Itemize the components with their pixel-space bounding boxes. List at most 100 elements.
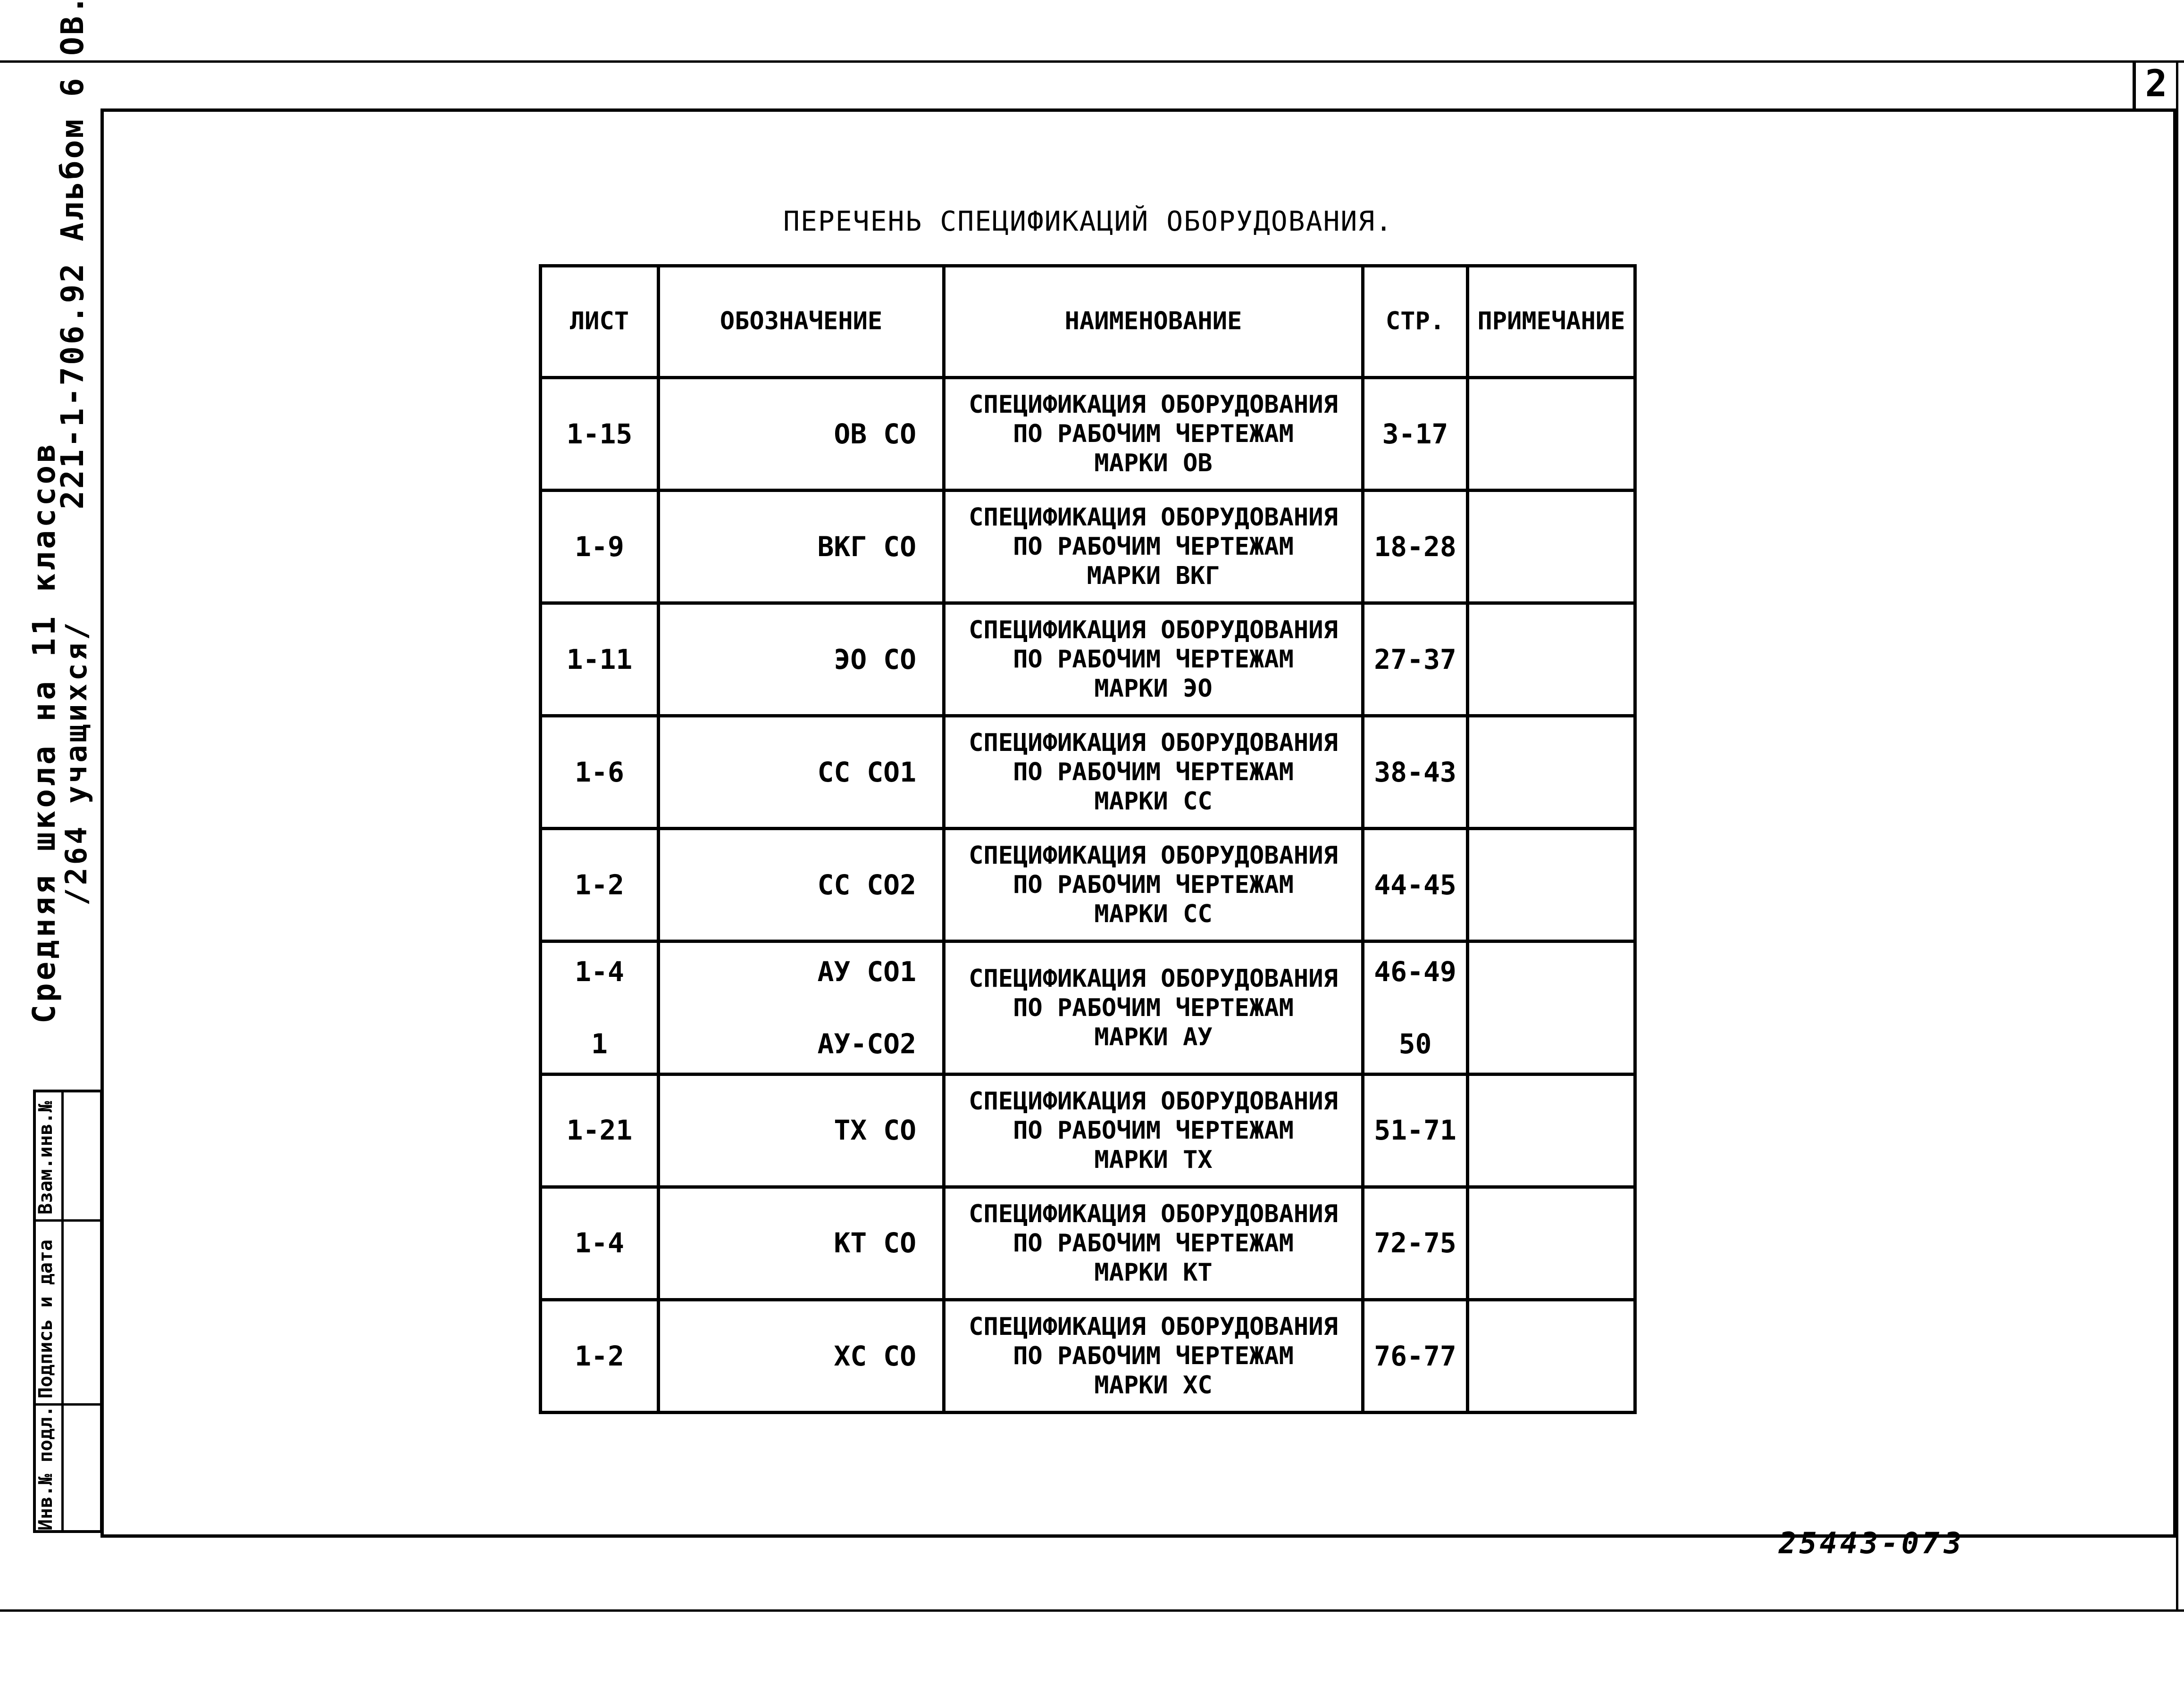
frame-top: [101, 108, 2177, 112]
frame-bottom: [100, 1534, 2176, 1538]
cell-note: [1466, 827, 1637, 943]
designation-part-1: АУ СО1: [817, 955, 916, 988]
cell-designation: ВКГ СО: [657, 489, 946, 605]
cell-sheet: 1-2: [539, 827, 660, 943]
cell-pages: 76-77: [1361, 1298, 1469, 1415]
name-line: СПЕЦИФИКАЦИЯ ОБОРУДОВАНИЯ: [969, 1199, 1338, 1228]
stamp-divider-2: [33, 1403, 103, 1406]
name-line: МАРКИ ХС: [1094, 1371, 1213, 1399]
cell-sheet: 1-9: [539, 489, 660, 605]
cell-sheet: 1-21: [539, 1072, 660, 1189]
cell-pages: 18-28: [1361, 489, 1469, 605]
table-header-row: ЛИСТ ОБОЗНАЧЕНИЕ НАИМЕНОВАНИЕ СТР. ПРИМЕ…: [539, 264, 1637, 379]
cell-designation: КТ СО: [657, 1185, 946, 1301]
header-pages: СТР.: [1361, 264, 1469, 379]
name-line: МАРКИ СС: [1094, 900, 1213, 929]
bottom-border-line: [0, 1609, 2184, 1612]
cell-sheet: 1-2: [539, 1298, 660, 1415]
document-title: ПЕРЕЧЕНЬ СПЕЦИФИКАЦИЙ ОБОРУДОВАНИЯ.: [783, 205, 1393, 237]
specification-table: ЛИСТ ОБОЗНАЧЕНИЕ НАИМЕНОВАНИЕ СТР. ПРИМЕ…: [539, 264, 1637, 1415]
pages-part-1: 46-49: [1374, 955, 1456, 988]
name-line: ПО РАБОЧИМ ЧЕРТЕЖАМ: [1013, 758, 1294, 787]
cell-note: [1466, 714, 1637, 831]
name-line: СПЕЦИФИКАЦИЯ ОБОРУДОВАНИЯ: [969, 616, 1338, 645]
stamp-cell-signature-date: Подпись и дата: [35, 1239, 57, 1399]
header-name: НАИМЕНОВАНИЕ: [942, 264, 1364, 379]
stamp-cell-replacement-inv: Взам.инв.№: [35, 1101, 57, 1215]
cell-sheet: 1-4 1: [539, 940, 660, 1076]
stamp-block: [33, 1090, 103, 1533]
frame-right: [2173, 108, 2176, 1538]
cell-sheet: 1-4: [539, 1185, 660, 1301]
name-line: МАРКИ ВКГ: [1087, 562, 1220, 591]
cell-designation: ХС СО: [657, 1298, 946, 1415]
cell-pages: 3-17: [1361, 375, 1469, 492]
name-line: МАРКИ АУ: [1094, 1023, 1213, 1051]
name-line: ПО РАБОЧИМ ЧЕРТЕЖАМ: [1013, 645, 1294, 674]
name-line: МАРКИ КТ: [1094, 1258, 1213, 1287]
cell-pages: 51-71: [1361, 1072, 1469, 1189]
side-title-line2: /264 учащихся/: [59, 619, 93, 906]
header-note: ПРИМЕЧАНИЕ: [1466, 264, 1637, 379]
top-border-line: [0, 60, 2184, 63]
cell-designation: СС СО1: [657, 714, 946, 831]
cell-pages: 38-43: [1361, 714, 1469, 831]
stamp-divider-1: [33, 1219, 103, 1222]
side-title-line1: Средняя школа на 11 классов: [26, 441, 62, 1024]
name-line: МАРКИ ЭО: [1094, 675, 1213, 703]
name-line: СПЕЦИФИКАЦИЯ ОБОРУДОВАНИЯ: [969, 729, 1338, 758]
name-line: СПЕЦИФИКАЦИЯ ОБОРУДОВАНИЯ: [969, 503, 1338, 532]
cell-note: [1466, 1298, 1637, 1415]
stamp-cell-inv-original: Инв.№ подл.: [35, 1406, 57, 1531]
name-line: ПО РАБОЧИМ ЧЕРТЕЖАМ: [1013, 871, 1294, 899]
name-line: ПО РАБОЧИМ ЧЕРТЕЖАМ: [1013, 993, 1294, 1022]
cell-note: [1466, 375, 1637, 492]
cell-pages: 72-75: [1361, 1185, 1469, 1301]
sheet-number-box: [2133, 61, 2176, 108]
name-line: СПЕЦИФИКАЦИЯ ОБОРУДОВАНИЯ: [969, 391, 1338, 419]
cell-note: [1466, 489, 1637, 605]
cell-designation: ТХ СО: [657, 1072, 946, 1189]
sheet-part-2: 1: [591, 1027, 608, 1060]
sheet-number: 2: [2145, 63, 2167, 105]
name-line: МАРКИ СС: [1094, 787, 1213, 816]
footer-code: 25443-07: [1779, 1526, 1942, 1560]
name-line: ПО РАБОЧИМ ЧЕРТЕЖАМ: [1013, 1229, 1294, 1258]
sheet-part-1: 1-4: [575, 955, 624, 988]
footer-page-number: 3: [1944, 1526, 1962, 1560]
cell-designation: ОВ СО: [657, 375, 946, 492]
cell-pages: 44-45: [1361, 827, 1469, 943]
header-designation: ОБОЗНАЧЕНИЕ: [657, 264, 946, 379]
cell-note: [1466, 940, 1637, 1076]
name-line: ПО РАБОЧИМ ЧЕРТЕЖАМ: [1013, 420, 1294, 449]
cell-sheet: 1-15: [539, 375, 660, 492]
name-line: ПО РАБОЧИМ ЧЕРТЕЖАМ: [1013, 1116, 1294, 1145]
cell-note: [1466, 1072, 1637, 1189]
cell-note: [1466, 601, 1637, 718]
frame-left: [100, 108, 104, 1538]
side-title-code: 221-1-706.92 Альбом 6 ОВ.ВК: [54, 0, 91, 509]
name-line: СПЕЦИФИКАЦИЯ ОБОРУДОВАНИЯ: [969, 964, 1338, 993]
name-line: СПЕЦИФИКАЦИЯ ОБОРУДОВАНИЯ: [969, 1087, 1338, 1116]
name-line: МАРКИ ТХ: [1094, 1145, 1213, 1174]
name-line: СПЕЦИФИКАЦИЯ ОБОРУДОВАНИЯ: [969, 1312, 1338, 1341]
